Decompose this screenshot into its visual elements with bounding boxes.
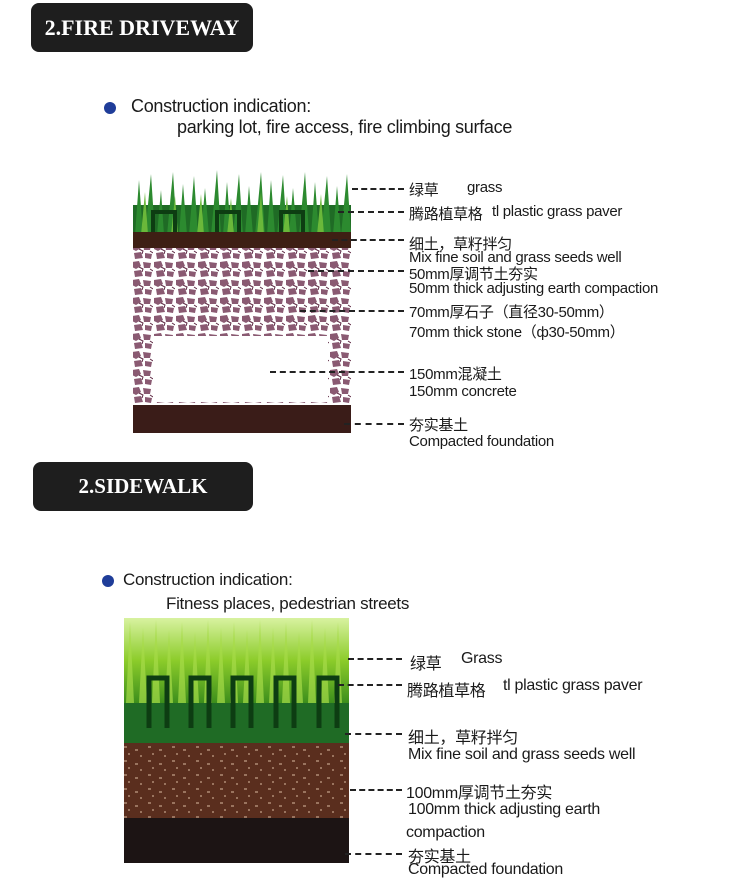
leader-line	[300, 310, 404, 312]
leader-line	[352, 188, 404, 190]
section-header-fire-driveway: 2.FIRE DRIVEWAY	[31, 3, 253, 52]
leader-line	[348, 658, 402, 660]
grass-paver	[146, 675, 340, 728]
leader-line	[308, 270, 404, 272]
label-grass-cn: 绿草	[410, 656, 442, 673]
label-grass-cn: 绿草	[409, 182, 439, 199]
label-adjust-en2: compaction	[406, 824, 485, 841]
leader-line	[350, 789, 402, 791]
label-foundation-en: Compacted foundation	[409, 433, 554, 450]
label-paver-cn: 腾路植草格	[409, 206, 483, 223]
label-paver-cn: 腾路植草格	[407, 683, 486, 700]
label-grass-en: grass	[467, 179, 503, 196]
leader-line	[344, 423, 404, 425]
grass-layer	[133, 170, 351, 235]
leader-line	[345, 853, 402, 855]
foundation-layer	[133, 405, 351, 433]
grass-layer	[124, 618, 349, 703]
label-concrete-en: 150mm concrete	[409, 383, 517, 400]
leader-line	[270, 371, 404, 373]
label-soil-cn: 细土，草籽拌匀	[408, 730, 518, 747]
bullet-icon	[102, 575, 114, 587]
fine-soil-green-layer	[124, 703, 349, 743]
grass-paver	[151, 210, 305, 235]
label-stone-en: 70mm thick stone（ф30-50mm）	[409, 324, 625, 341]
concrete-layer	[153, 336, 328, 402]
label-paver-en: tl plastic grass paver	[492, 203, 623, 220]
leader-line	[338, 211, 404, 213]
indication-title: Construction indication:	[131, 96, 311, 116]
sidewalk-cross-section	[124, 618, 349, 863]
label-foundation-en: Compacted foundation	[408, 861, 564, 878]
label-foundation-cn: 夯实基土	[409, 417, 468, 434]
adjusting-earth-layer	[124, 743, 349, 818]
label-soil-en: Mix fine soil and grass seeds well	[409, 249, 622, 266]
label-foundation-cn: 夯实基土	[408, 849, 471, 866]
label-concrete-cn: 150mm混凝土	[409, 366, 502, 383]
label-paver-en: tl plastic grass paver	[503, 677, 643, 694]
indication-text: Fitness places, pedestrian streets	[166, 594, 410, 613]
fine-soil-layer	[133, 232, 351, 248]
label-grass-en: Grass	[461, 650, 503, 667]
label-stone-cn: 70mm厚石子（直径30-50mm）	[409, 304, 614, 321]
leader-line	[332, 239, 404, 241]
label-soil-en: Mix fine soil and grass seeds well	[408, 746, 636, 763]
leader-line	[338, 684, 402, 686]
indication-text: parking lot, fire access, fire climbing …	[177, 117, 513, 137]
label-adjust-cn: 100mm厚调节土夯实	[406, 785, 553, 802]
label-adjust-cn: 50mm厚调节土夯实	[409, 266, 538, 283]
fire-driveway-cross-section	[133, 170, 351, 433]
label-adjust-en: 100mm thick adjusting earth	[408, 801, 601, 818]
leader-line	[345, 733, 402, 735]
label-adjust-en: 50mm thick adjusting earth compaction	[409, 280, 659, 297]
bullet-icon	[104, 102, 116, 114]
foundation-layer	[124, 818, 349, 863]
section-header-sidewalk: 2.SIDEWALK	[33, 462, 253, 511]
indication-title: Construction indication:	[123, 570, 293, 589]
label-soil-cn: 细土，草籽拌匀	[409, 236, 512, 253]
